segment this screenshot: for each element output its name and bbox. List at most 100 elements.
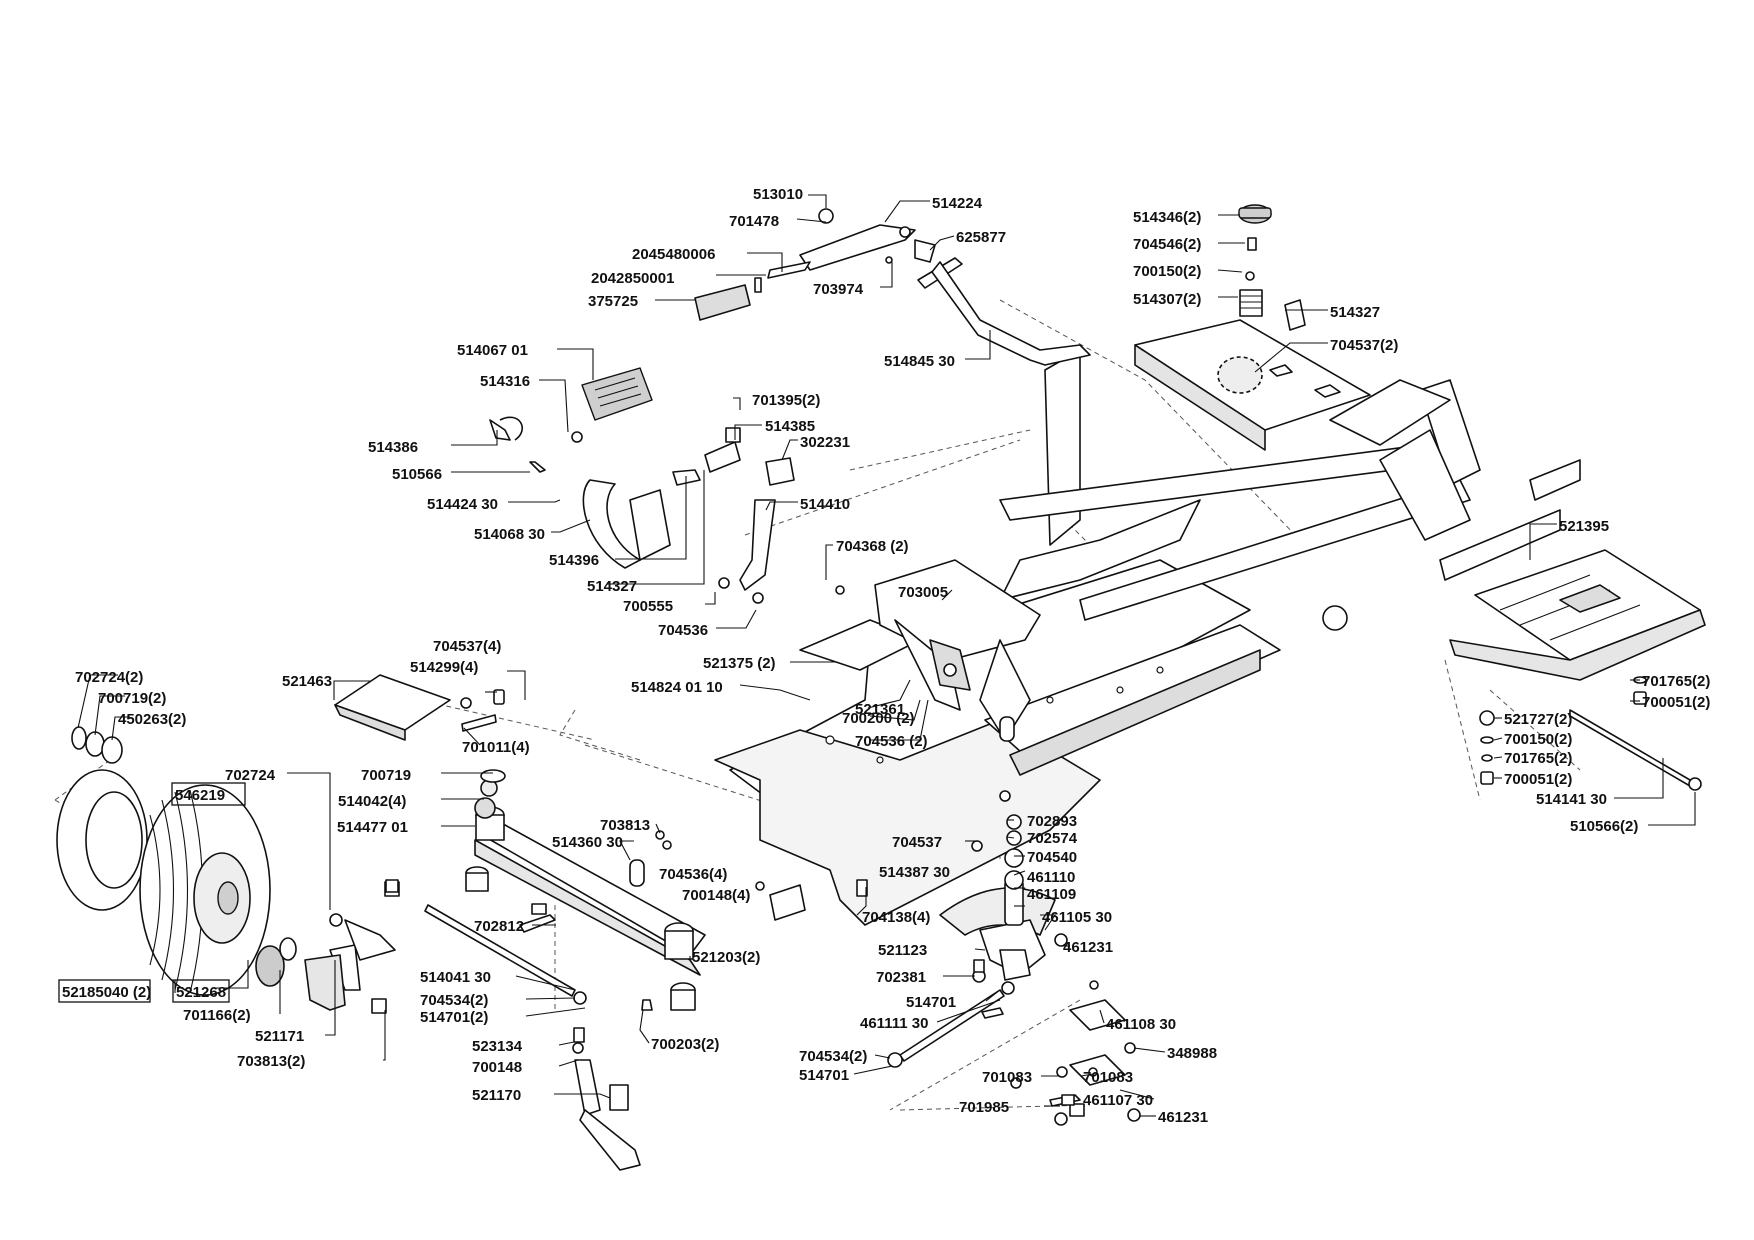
spindle-521170 <box>572 1027 641 1171</box>
part-label: 703974 <box>813 281 864 298</box>
foot-pedal-514067 <box>489 367 795 604</box>
part-label: 2042850001 <box>591 270 674 287</box>
leader-lines <box>77 194 1696 1117</box>
part-labels: 513010 514224 701478 625877 2045480006 2… <box>62 186 1710 1126</box>
part-label: 702812 <box>474 918 524 935</box>
part-label: 461111 30 <box>860 1015 928 1032</box>
part-label: 461231 <box>1158 1109 1208 1126</box>
part-label: 700555 <box>623 598 673 615</box>
part-label: 52185040 (2) <box>62 984 151 1001</box>
part-label: 514387 30 <box>879 864 950 881</box>
part-label: 702724(2) <box>75 669 143 686</box>
front-axle-beam <box>465 779 806 1011</box>
part-label: 348988 <box>1167 1045 1217 1062</box>
part-label: 700148(4) <box>682 887 750 904</box>
steering-bracket <box>835 559 1041 741</box>
part-label: 514845 30 <box>884 353 955 370</box>
part-label: 521170 <box>472 1087 521 1104</box>
part-label: 514346(2) <box>1133 209 1201 226</box>
label-boxes <box>58 782 246 1003</box>
part-label: 701765(2) <box>1504 750 1572 767</box>
part-label: 546219 <box>175 787 225 804</box>
part-label: 514360 30 <box>552 834 623 851</box>
part-label: 704537(2) <box>1330 337 1398 354</box>
part-label: 521171 <box>255 1028 304 1045</box>
part-label: 514068 30 <box>474 526 545 543</box>
part-label: 514424 30 <box>427 496 498 513</box>
part-label: 700051(2) <box>1642 694 1710 711</box>
part-label: 703005 <box>898 584 948 601</box>
part-label: 521123 <box>878 942 927 959</box>
part-label: 514386 <box>368 439 418 456</box>
part-label: 521395 <box>1559 518 1609 535</box>
part-label: 704546(2) <box>1133 236 1201 253</box>
part-label: 702381 <box>876 969 926 986</box>
part-label: 514141 30 <box>1536 791 1607 808</box>
part-drawings <box>54 204 1706 1171</box>
part-label: 514701(2) <box>420 1009 488 1026</box>
part-label: 701083 <box>1083 1069 1133 1086</box>
part-label: 704368 (2) <box>836 538 909 555</box>
part-label: 514701 <box>799 1067 849 1084</box>
part-label: 514041 30 <box>420 969 491 986</box>
part-label: 521203(2) <box>692 949 760 966</box>
part-label: 514042(4) <box>338 793 406 810</box>
part-label: 702574 <box>1027 830 1078 847</box>
part-label: 704534(2) <box>799 1048 867 1065</box>
part-label: 701395(2) <box>752 392 820 409</box>
part-label: 704537 <box>892 834 942 851</box>
seat-spring-parts <box>1238 204 1306 331</box>
part-label: 704536 <box>658 622 708 639</box>
part-label: 704534(2) <box>420 992 488 1009</box>
part-label: 701166(2) <box>183 1007 251 1024</box>
part-label: 701083 <box>982 1069 1032 1086</box>
part-label: 700051(2) <box>1504 771 1572 788</box>
part-label: 461108 30 <box>1106 1016 1176 1033</box>
part-label: 701765(2) <box>1642 673 1710 690</box>
part-label: 703813(2) <box>237 1053 305 1070</box>
part-label: 514224 <box>932 195 983 212</box>
part-label: 514385 <box>765 418 815 435</box>
part-label: 514701 <box>906 994 956 1011</box>
part-label: 701985 <box>959 1099 1009 1116</box>
part-label: 375725 <box>588 293 638 310</box>
steering-sector-gear <box>939 716 1068 983</box>
part-label: 513010 <box>753 186 803 203</box>
part-label: 302231 <box>800 434 850 451</box>
part-label: 704536 (2) <box>855 733 928 750</box>
part-label: 514307(2) <box>1133 291 1201 308</box>
part-label: 702724 <box>225 767 276 784</box>
part-label: 704138(4) <box>862 909 930 926</box>
part-label: 523134 <box>472 1038 523 1055</box>
part-label: 521727(2) <box>1504 711 1572 728</box>
part-label: 514327 <box>587 578 637 595</box>
part-label: 461231 <box>1063 939 1113 956</box>
part-label: 625877 <box>956 229 1006 246</box>
part-label: 461109 <box>1027 886 1076 903</box>
part-label: 510566 <box>392 466 442 483</box>
part-label: 700719(2) <box>98 690 166 707</box>
front-plate-521463 <box>334 674 505 741</box>
part-label: 704537(4) <box>433 638 501 655</box>
part-label: 514327 <box>1330 304 1380 321</box>
part-label: 514299(4) <box>410 659 478 676</box>
misc-fasteners <box>480 769 1141 1126</box>
part-label: 521268 <box>176 984 226 1001</box>
part-label: 514316 <box>480 373 530 390</box>
part-label: 510566(2) <box>1570 818 1638 835</box>
part-label: 514824 01 10 <box>631 679 723 696</box>
part-label: 700719 <box>361 767 411 784</box>
part-label: 704536(4) <box>659 866 727 883</box>
part-label: 514396 <box>549 552 599 569</box>
spindle-521171 <box>304 879 399 1014</box>
part-label: 521361 <box>855 701 905 718</box>
steering-arms <box>1049 999 1136 1117</box>
part-label: 450263(2) <box>118 711 186 728</box>
part-label: 514410 <box>800 496 850 513</box>
part-label: 521463 <box>282 673 332 690</box>
part-label: 514477 01 <box>337 819 408 836</box>
seat-plate <box>1134 319 1371 451</box>
part-label: 521375 (2) <box>703 655 776 672</box>
floor-plate-521395 <box>1449 549 1706 681</box>
